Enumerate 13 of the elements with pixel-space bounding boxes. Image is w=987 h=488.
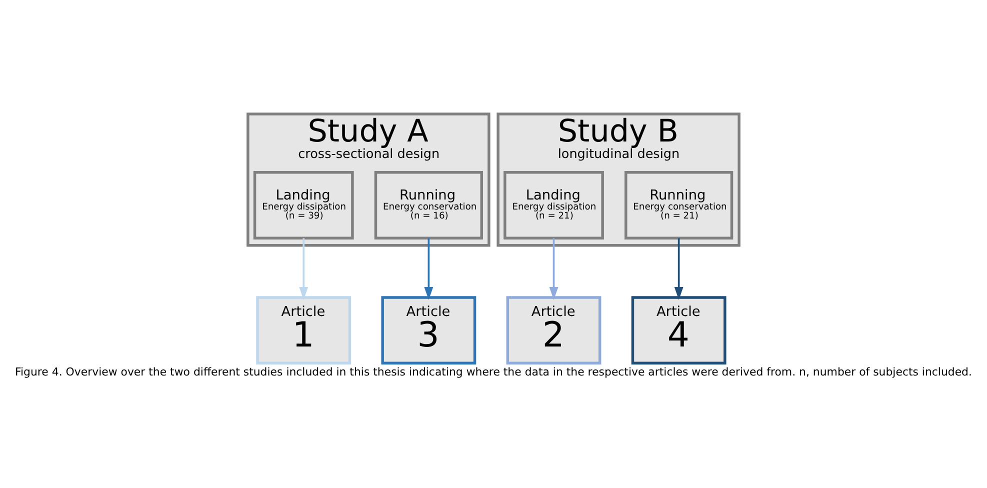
node-box: Landing Energy dissipation (n = 39) — [253, 170, 354, 239]
node-box: Article 4 — [631, 296, 726, 364]
arrow — [424, 238, 434, 300]
node-box: Landing Energy dissipation (n = 21) — [504, 170, 604, 239]
node-box: Running Energy conservation (n = 16) — [374, 170, 483, 239]
node-box: Article 3 — [381, 296, 476, 364]
arrow — [549, 238, 558, 300]
arrow — [674, 238, 684, 300]
node-box: Running Energy conservation (n = 21) — [624, 170, 734, 239]
arrow — [299, 238, 308, 300]
caption: Figure 4. Overview over the two different studies included in this thesis indicating where the data in the respective articles were derived from. n, number of subjects included. — [15, 365, 972, 378]
node-box: Article 1 — [256, 296, 352, 364]
node-box: Article 2 — [506, 296, 602, 364]
